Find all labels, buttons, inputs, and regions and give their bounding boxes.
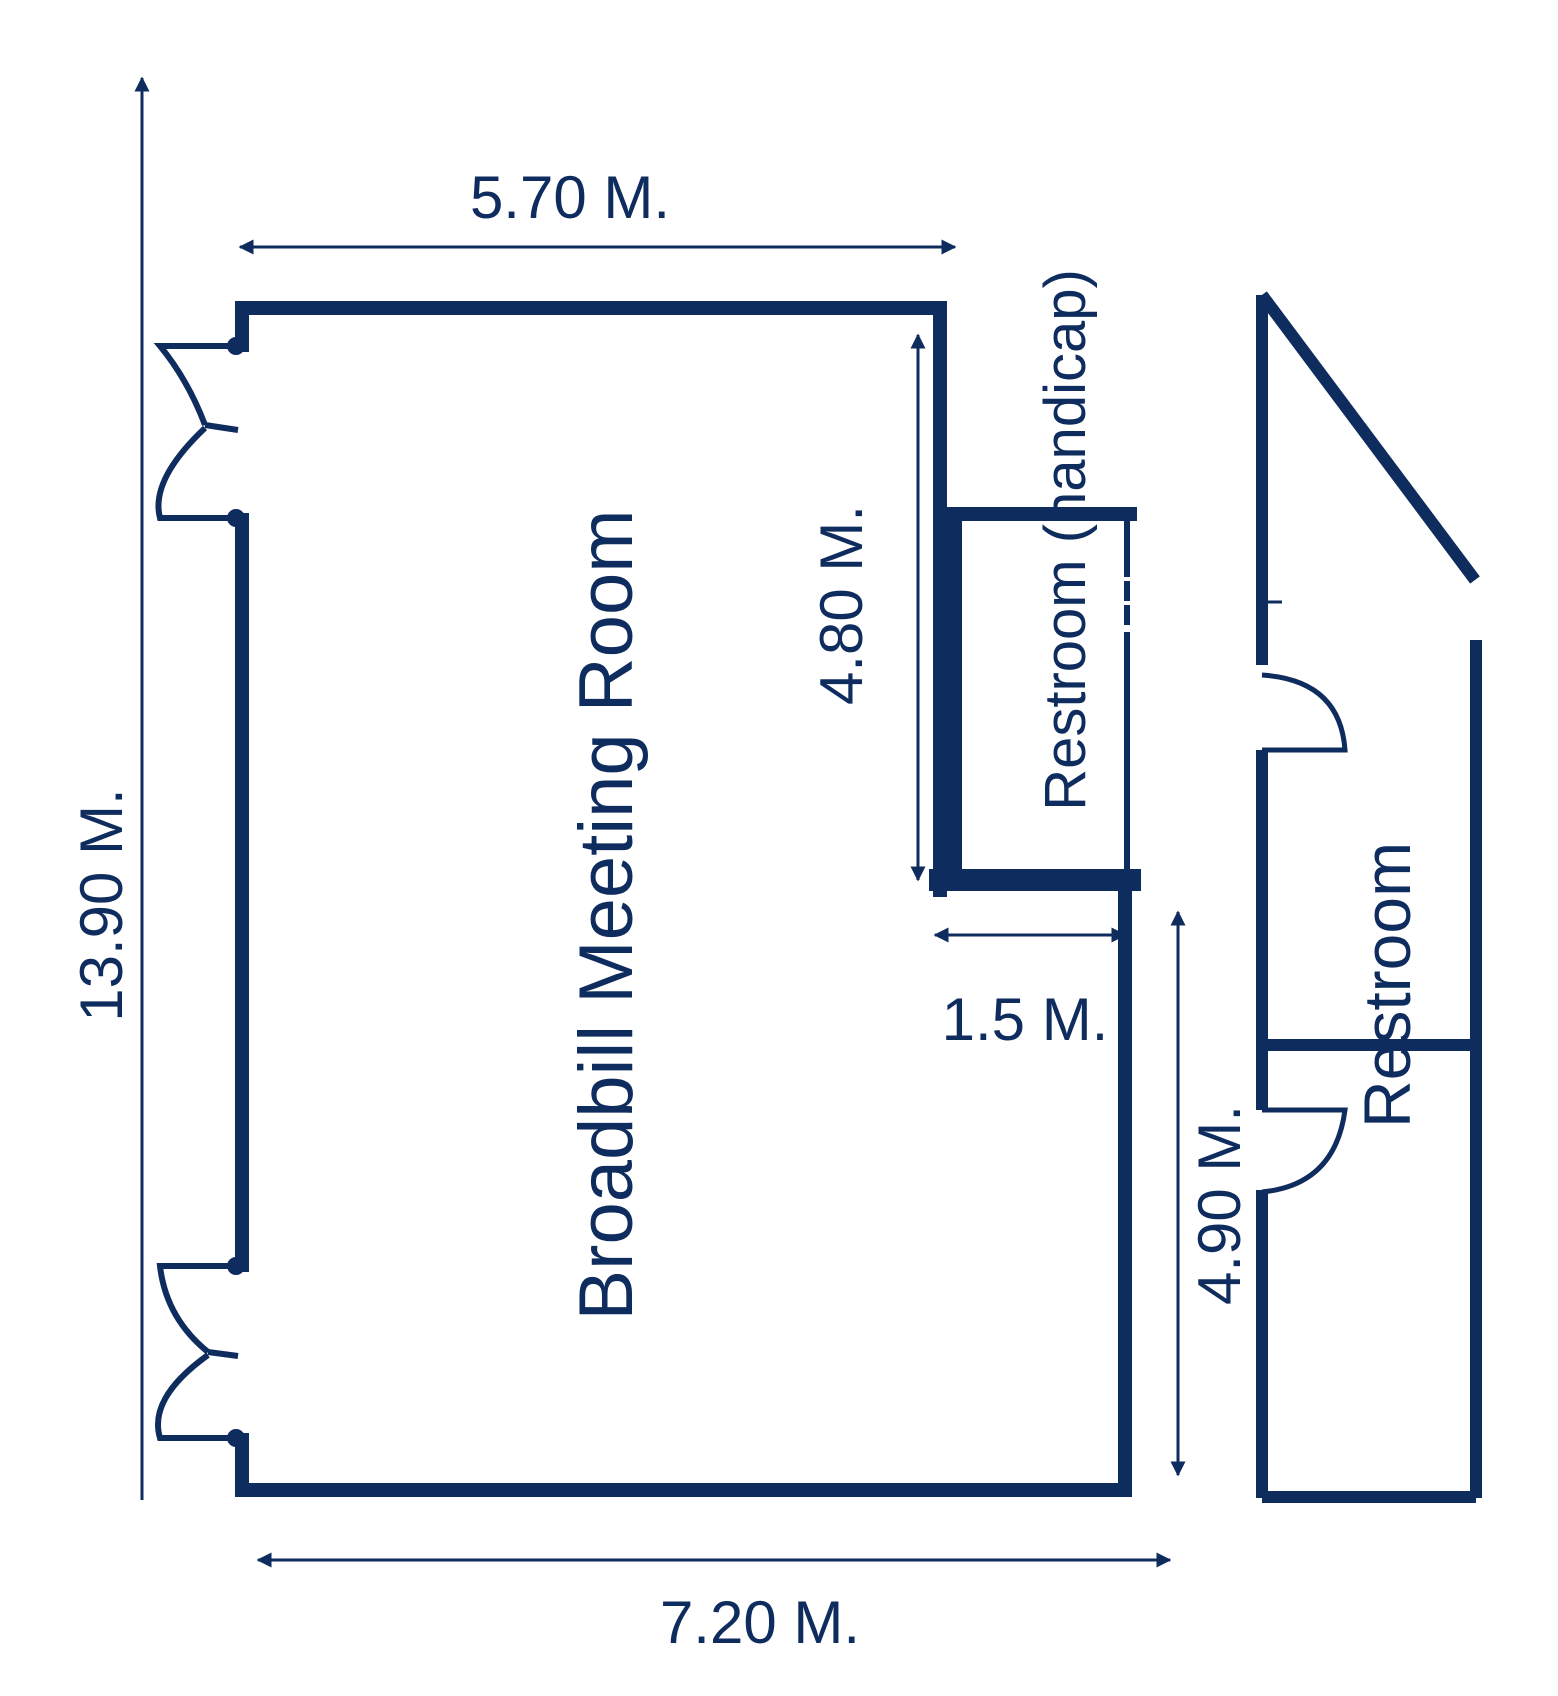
bottom-width-label: 7.20 M. bbox=[660, 1589, 860, 1656]
dimension-arrows bbox=[134, 76, 1186, 1568]
meeting-room-walls bbox=[235, 301, 1141, 1497]
restroom-label: Restroom bbox=[1350, 842, 1424, 1128]
restroom-diagonal-wall bbox=[1257, 291, 1480, 584]
handicap-height-label: 4.80 M. bbox=[808, 505, 875, 705]
restroom-lower-door bbox=[1261, 1107, 1348, 1195]
restroom-walls bbox=[1256, 291, 1482, 1503]
overall-height-label: 13.90 M. bbox=[68, 788, 135, 1021]
restroom-upper-door bbox=[1261, 672, 1348, 753]
handicap-restroom-label: Restroom (handicap) bbox=[1033, 269, 1098, 811]
top-width-label: 5.70 M. bbox=[470, 164, 670, 231]
lower-right-height-label: 4.90 M. bbox=[1186, 1105, 1253, 1305]
lower-double-door bbox=[155, 1257, 245, 1447]
handicap-width-label: 1.5 M. bbox=[942, 986, 1109, 1053]
meeting-room-label: Broadbill Meeting Room bbox=[564, 509, 649, 1320]
upper-double-door bbox=[153, 337, 245, 527]
